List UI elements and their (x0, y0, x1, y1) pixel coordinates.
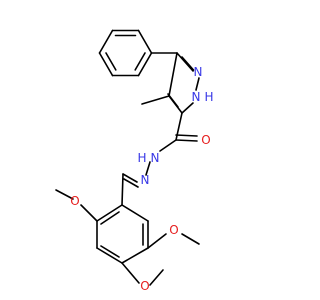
atom-n-hydrazide: N (151, 151, 160, 165)
imine-double-bond (122, 173, 139, 188)
methoxy-3-bonds (121, 262, 164, 286)
atom-o-methoxy-3: O (140, 279, 149, 293)
bond-ch-ring (121, 173, 124, 206)
carbonyl-group (175, 112, 198, 142)
atom-h-pyrazole: H (204, 90, 213, 104)
methyl-bond (141, 95, 170, 105)
atom-o-methoxy-2: O (169, 223, 178, 237)
atom-o-carbonyl: O (201, 133, 210, 147)
atom-n-imine: N (141, 173, 150, 187)
methoxy-2-bonds (147, 233, 200, 249)
pyrazole-ring (167, 52, 200, 114)
atom-o-methoxy-1: O (70, 194, 79, 208)
methoxy-1-bonds (55, 189, 98, 222)
trimethoxyphenyl-ring (96, 204, 149, 264)
atom-n-pyrazole-h: N (192, 90, 201, 104)
molecule-structure: N N H O N H N O O O (55, 29, 214, 293)
phenyl-ring (98, 29, 153, 77)
bond-nh-n (145, 161, 151, 176)
atom-n-pyrazole: N (194, 65, 203, 79)
bond-carbonyl-nh (159, 139, 177, 152)
atom-h-hydrazide: H (137, 151, 146, 165)
